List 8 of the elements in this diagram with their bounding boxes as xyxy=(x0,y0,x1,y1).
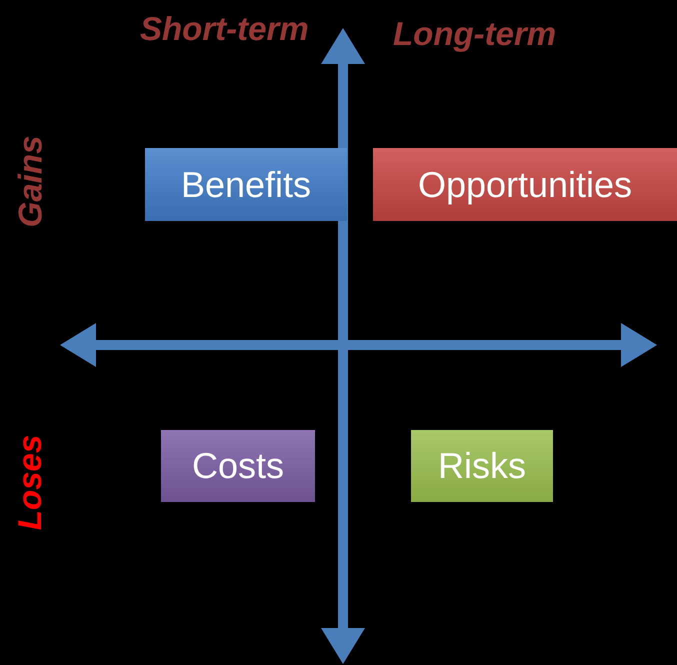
axis-label-vertical: Gains xyxy=(14,135,46,227)
quadrant-box: Risks xyxy=(411,430,553,502)
quadrant-box: Opportunities xyxy=(373,148,677,221)
axis-label: Long-term xyxy=(393,17,556,50)
axis-label-vertical: Loses xyxy=(14,434,46,530)
axis-label: Short-term xyxy=(140,12,309,45)
quadrant-box: Costs xyxy=(161,430,315,502)
quadrant-box: Benefits xyxy=(145,148,347,221)
